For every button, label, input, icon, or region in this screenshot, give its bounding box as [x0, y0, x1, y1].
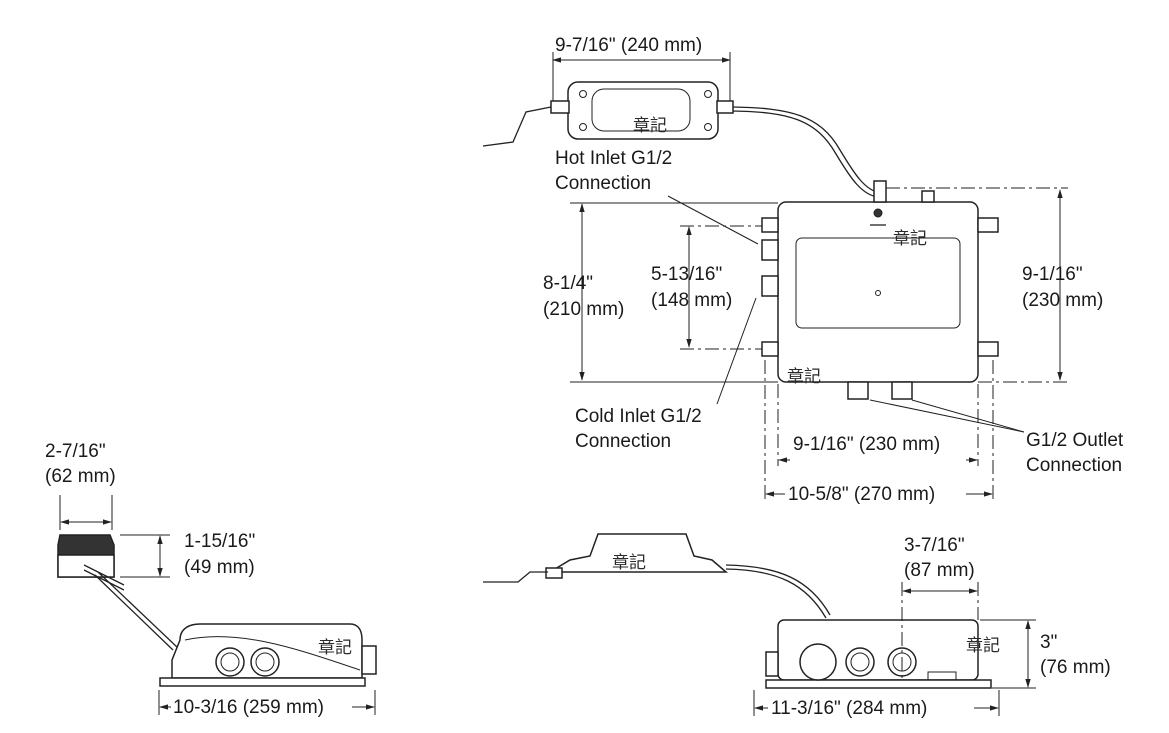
watermark-3: 章記 — [787, 367, 821, 387]
dim-side-length: 10-3/16 (259 mm) — [173, 697, 324, 718]
top-view: 章記 9-7/16" (240 mm) Hot Inlet G1/2 Conne… — [482, 35, 1124, 505]
dim-outlet-offset-1: 3-7/16" — [904, 535, 965, 556]
label-outlet-1: G1/2 Outlet — [1026, 430, 1124, 451]
dim-control-height-2: (49 mm) — [184, 557, 255, 578]
watermark-4: 章記 — [318, 638, 352, 658]
dim-control-depth-2: (62 mm) — [45, 466, 116, 487]
dim-body-width: 9-1/16" (230 mm) — [793, 434, 940, 455]
watermark-6: 章記 — [966, 636, 1000, 656]
dim-control-height-1: 1-15/16" — [184, 531, 255, 552]
dim-control-width: 9-7/16" (240 mm) — [555, 35, 702, 56]
dim-control-depth-1: 2-7/16" — [45, 441, 106, 462]
watermark-5: 章記 — [612, 553, 646, 573]
dim-front-length: 11-3/16" (284 mm) — [771, 698, 927, 719]
label-cold-inlet-1: Cold Inlet G1/2 — [575, 406, 702, 427]
dim-outlet-offset-2: (87 mm) — [904, 560, 975, 581]
label-outlet-2: Connection — [1026, 455, 1122, 476]
dim-inlet-spacing-2: (148 mm) — [651, 290, 732, 311]
label-hot-inlet-1: Hot Inlet G1/2 — [555, 148, 672, 169]
watermark-2: 章記 — [893, 229, 927, 249]
dim-height-overall-2: (210 mm) — [543, 299, 624, 320]
dim-front-height-2: (76 mm) — [1040, 657, 1111, 678]
valve-body-side: 章記 — [159, 623, 377, 687]
valve-body-front: 章記 — [765, 619, 1000, 689]
dim-height-overall-1: 8-1/4" — [543, 273, 593, 294]
dim-height-right-1: 9-1/16" — [1022, 264, 1083, 285]
watermark-1: 章記 — [633, 116, 667, 136]
dim-overall-width: 10-5/8" (270 mm) — [788, 484, 935, 505]
front-view: 章記 章記 3-7/16" (87 mm) 3" (76 mm) 11-3/16… — [483, 533, 1111, 719]
valve-body-top: 章記 章記 — [761, 180, 999, 400]
side-view: 2-7/16" (62 mm) 1-15/16" (49 mm) 章記 10-3… — [45, 441, 377, 718]
dim-height-right-2: (230 mm) — [1022, 290, 1103, 311]
dim-front-height-1: 3" — [1040, 632, 1057, 653]
label-cold-inlet-2: Connection — [575, 431, 671, 452]
control-unit-top: 章記 — [482, 52, 881, 198]
label-hot-inlet-2: Connection — [555, 173, 651, 194]
dim-inlet-spacing-1: 5-13/16" — [651, 264, 722, 285]
